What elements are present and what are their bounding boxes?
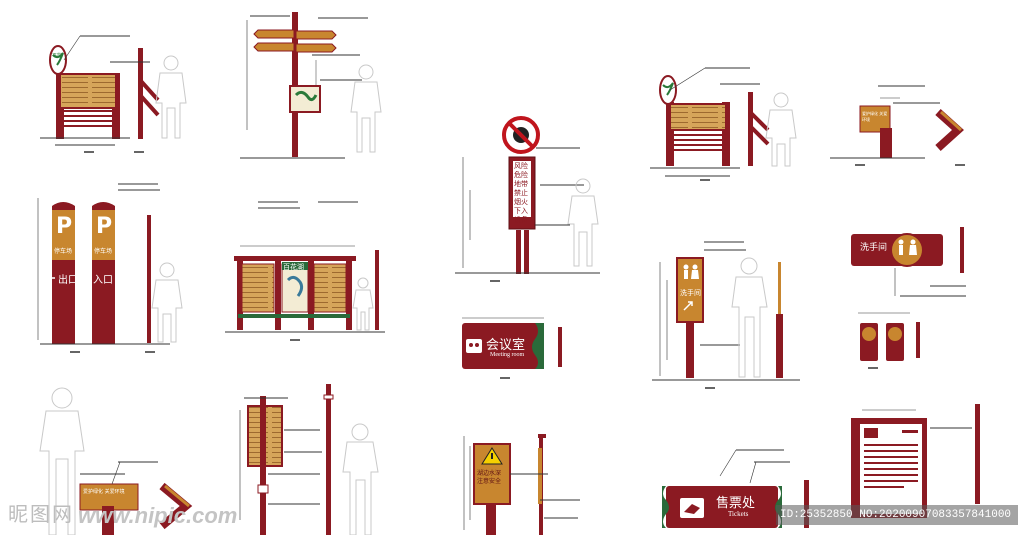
human-scale-figure (567, 178, 599, 267)
protect-environment-sign-2 (79, 461, 193, 535)
watermark-site: 昵图网 (8, 502, 74, 526)
human-scale-figure (39, 387, 85, 535)
no-fire-warning-sign (455, 116, 600, 282)
direction-post-sign (240, 12, 368, 159)
notice-pole-sign (239, 384, 334, 535)
map-board-sign (225, 201, 385, 341)
meeting-room-plate (462, 317, 562, 379)
parking-signs (37, 183, 170, 353)
human-scale-figure (352, 277, 374, 331)
washroom-wall-plates (851, 227, 966, 369)
image-id-bar: ID:25352850 NO:20200907083357841000 (776, 505, 1018, 525)
human-scale-figure (342, 423, 379, 535)
info-board-sign-2 (650, 67, 770, 181)
ticket-notice-board (851, 404, 980, 518)
washroom-pole-sign (652, 241, 800, 389)
protect-environment-sign (830, 85, 965, 166)
human-scale-figure (151, 262, 183, 343)
board-top-oval (49, 45, 67, 75)
human-scale-figure (155, 55, 187, 139)
info-board-sign-1 (40, 35, 160, 153)
lake-warning-sign (463, 434, 580, 535)
human-scale-figure (350, 64, 382, 153)
human-scale-figure (731, 257, 768, 378)
human-scale-figure (765, 92, 797, 167)
watermark-url: www.nipic.com (78, 503, 238, 528)
